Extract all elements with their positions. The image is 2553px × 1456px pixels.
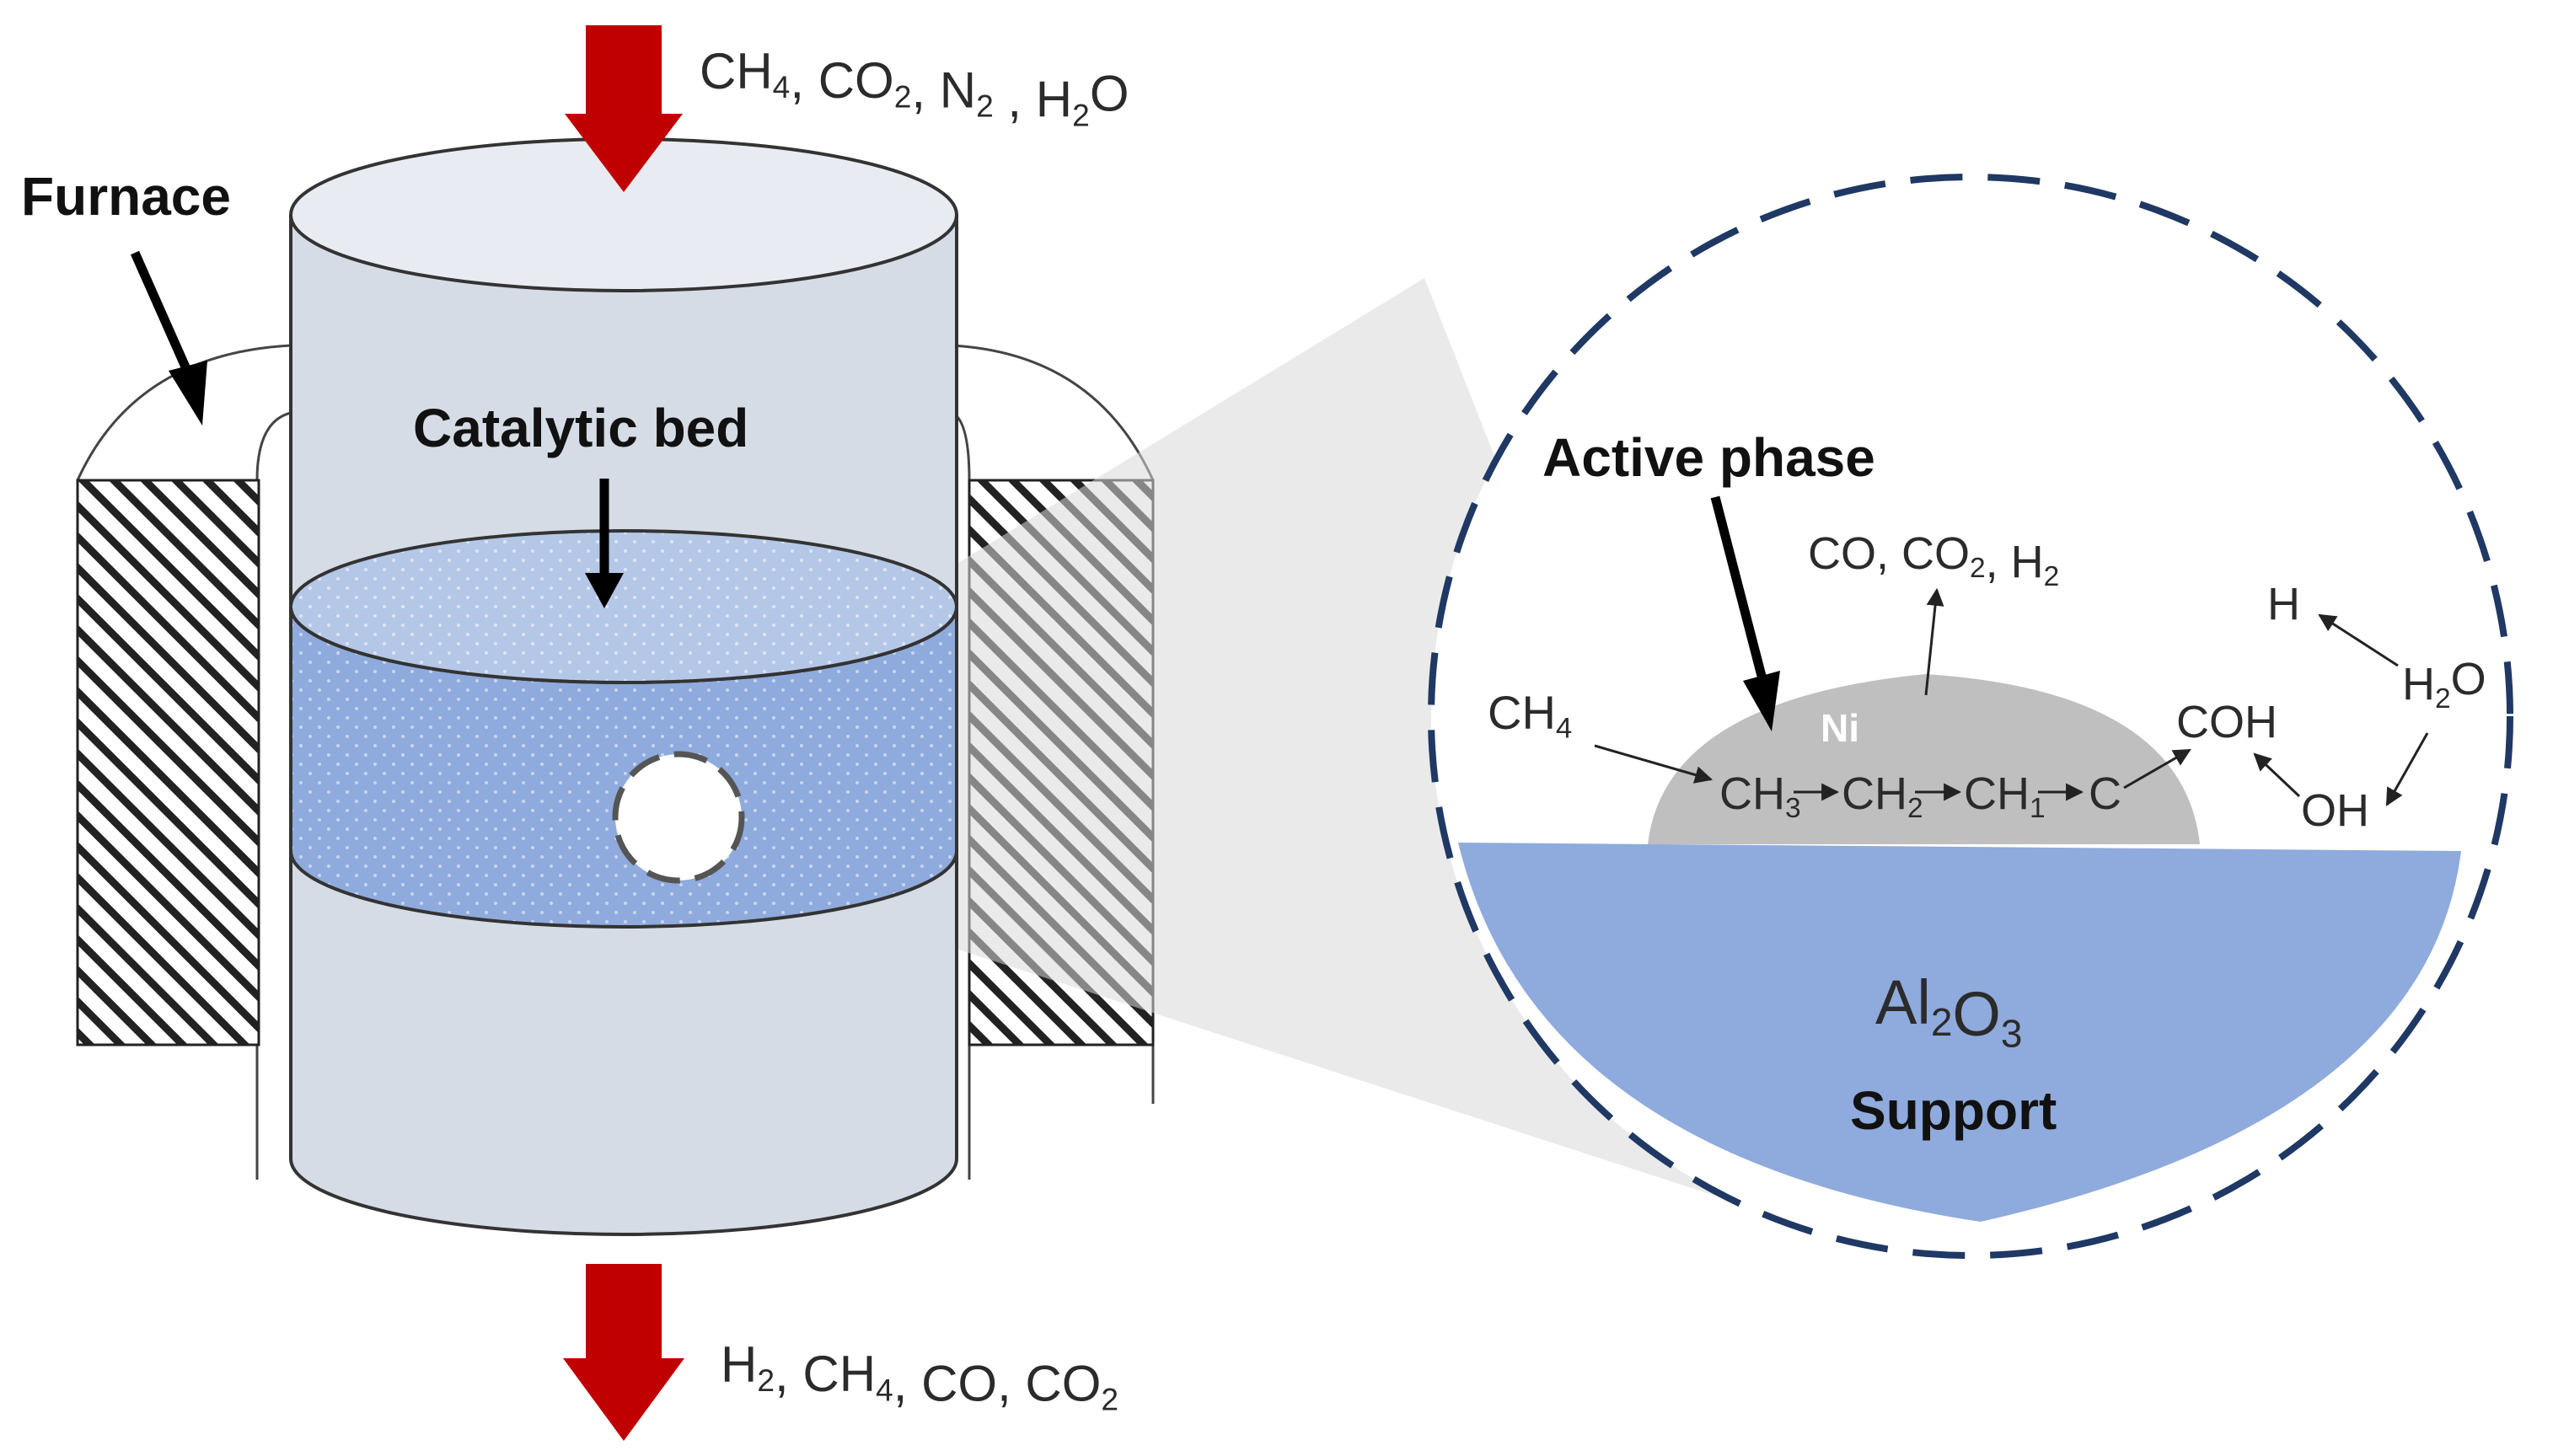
nickel-particle bbox=[1648, 674, 2200, 844]
ch4-to-ch3-arrow bbox=[1594, 744, 1714, 784]
ch1-species: CH1 bbox=[1964, 768, 2046, 824]
alumina-support bbox=[1458, 843, 2461, 1222]
c-to-coh-arrow bbox=[2123, 748, 2191, 790]
ch4-reactant: CH4 bbox=[1488, 686, 1572, 744]
oh-species: OH bbox=[2301, 785, 2369, 836]
nickel-label: Ni bbox=[1821, 706, 1859, 750]
alumina-label: Al2O3 bbox=[1875, 967, 2022, 1056]
ch2-species: CH2 bbox=[1842, 768, 1923, 824]
furnace-inner-left-edge bbox=[255, 411, 292, 1180]
oh-to-coh-arrow bbox=[2253, 752, 2301, 798]
furnace-pointer-arrow-shaft bbox=[130, 250, 192, 373]
catalytic-bed-pointer-head bbox=[585, 573, 624, 608]
furnace-pointer-arrow-head bbox=[169, 361, 207, 426]
catalytic-bed-top bbox=[289, 529, 958, 684]
active-phase-label: Active phase bbox=[1542, 427, 1875, 488]
zoom-detail: Active phase Ni CH4 CH3 CH2 CH1 C COH CO… bbox=[1428, 174, 2513, 1259]
h2o-species: H2O bbox=[2402, 654, 2486, 715]
outlet-species-label: H2, CH4, CO, CO2 bbox=[721, 1336, 1118, 1416]
gas-products-label: CO, CO2, H2 bbox=[1808, 528, 2059, 592]
zoom-circle-dashed-border bbox=[1428, 174, 2513, 1259]
catalytic-bed-label: Catalytic bed bbox=[413, 398, 748, 458]
inlet-flow-arrow bbox=[565, 25, 683, 192]
zoom-spot bbox=[612, 751, 745, 884]
outlet-flow-arrow bbox=[563, 1264, 684, 1441]
active-phase-pointer-shaft bbox=[1710, 495, 1768, 684]
support-label: Support bbox=[1850, 1080, 2057, 1141]
carbon-species: C bbox=[2089, 768, 2121, 819]
ch3-species: CH3 bbox=[1719, 768, 1801, 824]
coh-species: COH bbox=[2176, 697, 2277, 747]
h2o-to-oh-arrow bbox=[2385, 732, 2429, 806]
h-species: H bbox=[2267, 579, 2300, 629]
furnace-label: Furnace bbox=[21, 166, 231, 227]
reaction-arrows bbox=[1594, 587, 2429, 806]
active-phase-pointer-head bbox=[1743, 671, 1780, 731]
reactor-tube bbox=[289, 137, 958, 1236]
h2o-to-h-arrow bbox=[2318, 613, 2399, 667]
ni-to-products-arrow bbox=[1924, 587, 1944, 696]
inlet-species-label: CH4, CO2, N2 , H2O bbox=[700, 43, 1129, 133]
furnace-left-wall bbox=[76, 479, 260, 1046]
